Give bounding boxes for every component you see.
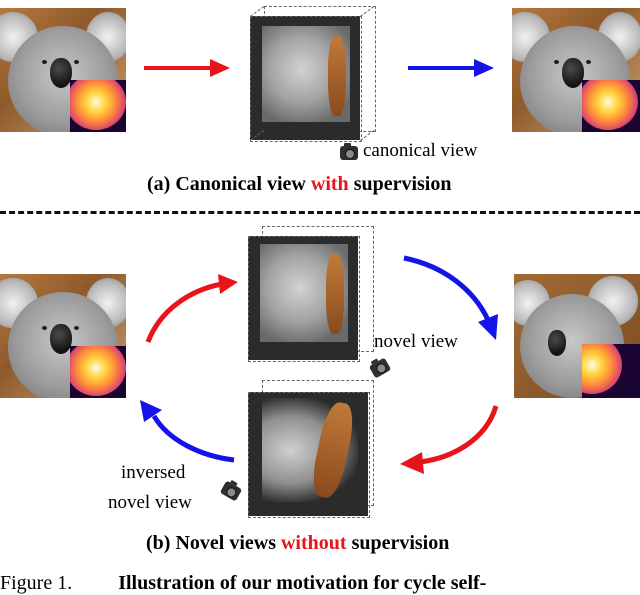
section-divider <box>0 211 640 214</box>
cube-front-border <box>248 236 360 362</box>
inversed-label-line1: inversed <box>121 462 186 483</box>
koala-eye-right <box>74 60 79 64</box>
depth-map-inset <box>70 346 126 398</box>
caption-b-suffix: supervision <box>346 532 450 554</box>
caption-b-highlight: without <box>280 532 347 554</box>
backward-arrow-a <box>408 59 494 77</box>
inversed-render-bottom <box>262 398 358 502</box>
koala-nose <box>562 58 584 88</box>
depth-glow <box>70 346 126 396</box>
koala-nose <box>50 58 72 88</box>
depth-map-inset <box>70 80 126 132</box>
caption-b-prefix: (b) Novel views <box>146 532 281 554</box>
canonical-view-label: canonical view <box>363 140 478 161</box>
depth-map-inset <box>582 344 640 398</box>
novel-view-koala-image <box>514 274 640 398</box>
caption-a: (a) Canonical view with supervision <box>147 173 452 196</box>
output-koala-image-a <box>512 8 640 132</box>
koala-eye-right <box>586 60 591 64</box>
input-koala-image-a <box>0 8 126 132</box>
novel-view-label: novel view <box>374 331 458 352</box>
canonical-render <box>262 26 350 122</box>
depth-glow <box>582 80 638 130</box>
novel-render-top <box>260 244 348 342</box>
koala-eye-left <box>42 60 47 64</box>
koala-eye-right <box>74 326 79 330</box>
bark-patch <box>328 36 346 116</box>
figure-caption-prefix: Figure 1. <box>0 572 73 594</box>
koala-eye-left <box>42 326 47 330</box>
figure-caption: Figure 1. Illustration of our motivation… <box>0 572 486 595</box>
caption-b: (b) Novel views without supervision <box>146 532 449 555</box>
camera-icon <box>340 143 358 160</box>
bark-patch <box>326 254 344 334</box>
caption-a-highlight: with <box>310 173 349 195</box>
forward-arrow-a <box>144 59 230 77</box>
koala-eye-left <box>554 60 559 64</box>
depth-glow <box>70 80 126 130</box>
koala-nose <box>50 324 72 354</box>
input-koala-image-b <box>0 274 126 398</box>
depth-map-inset <box>582 80 640 132</box>
caption-a-prefix: (a) Canonical view <box>147 173 311 195</box>
cube-front-border <box>248 392 370 518</box>
koala-nose <box>548 330 566 356</box>
inversed-label-line2: novel view <box>108 492 192 513</box>
cube-front-border <box>250 16 362 142</box>
caption-a-suffix: supervision <box>348 173 452 195</box>
figure-caption-text: Illustration of our motivation for cycle… <box>118 572 487 594</box>
